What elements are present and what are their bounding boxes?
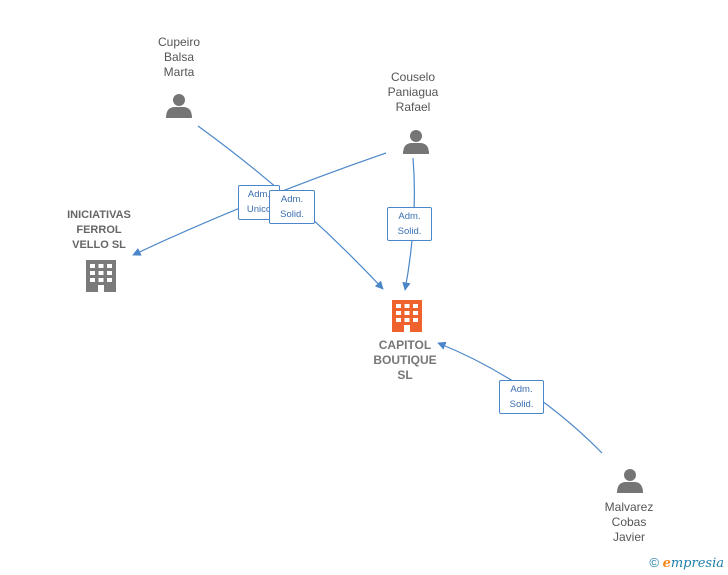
node-label-malvarez[interactable]: Malvarez Cobas Javier xyxy=(604,500,654,544)
copyright-icon: © xyxy=(649,555,659,570)
brand-footer[interactable]: © empresia xyxy=(649,555,724,571)
relation-label[interactable]: Adm. Solid. xyxy=(269,190,315,224)
relation-label[interactable]: Adm. Solid. xyxy=(387,207,432,241)
building-icon-focus[interactable] xyxy=(392,300,422,332)
brand-logo-e: e xyxy=(662,556,671,571)
person-icon[interactable] xyxy=(166,94,192,118)
node-label-couselo[interactable]: Couselo Paniagua Rafael xyxy=(387,70,439,114)
person-icon[interactable] xyxy=(617,469,643,493)
node-label-iniciativas[interactable]: INICIATIVAS FERROL VELLO SL xyxy=(67,209,131,251)
person-icon[interactable] xyxy=(403,130,429,154)
node-label-capitol[interactable]: CAPITOL BOUTIQUE SL xyxy=(373,338,437,382)
node-label-cupeiro[interactable]: Cupeiro Balsa Marta xyxy=(157,35,201,79)
relation-label[interactable]: Adm. Solid. xyxy=(499,380,544,414)
brand-logo-text: mpresia xyxy=(670,556,724,571)
building-icon[interactable] xyxy=(86,260,116,292)
